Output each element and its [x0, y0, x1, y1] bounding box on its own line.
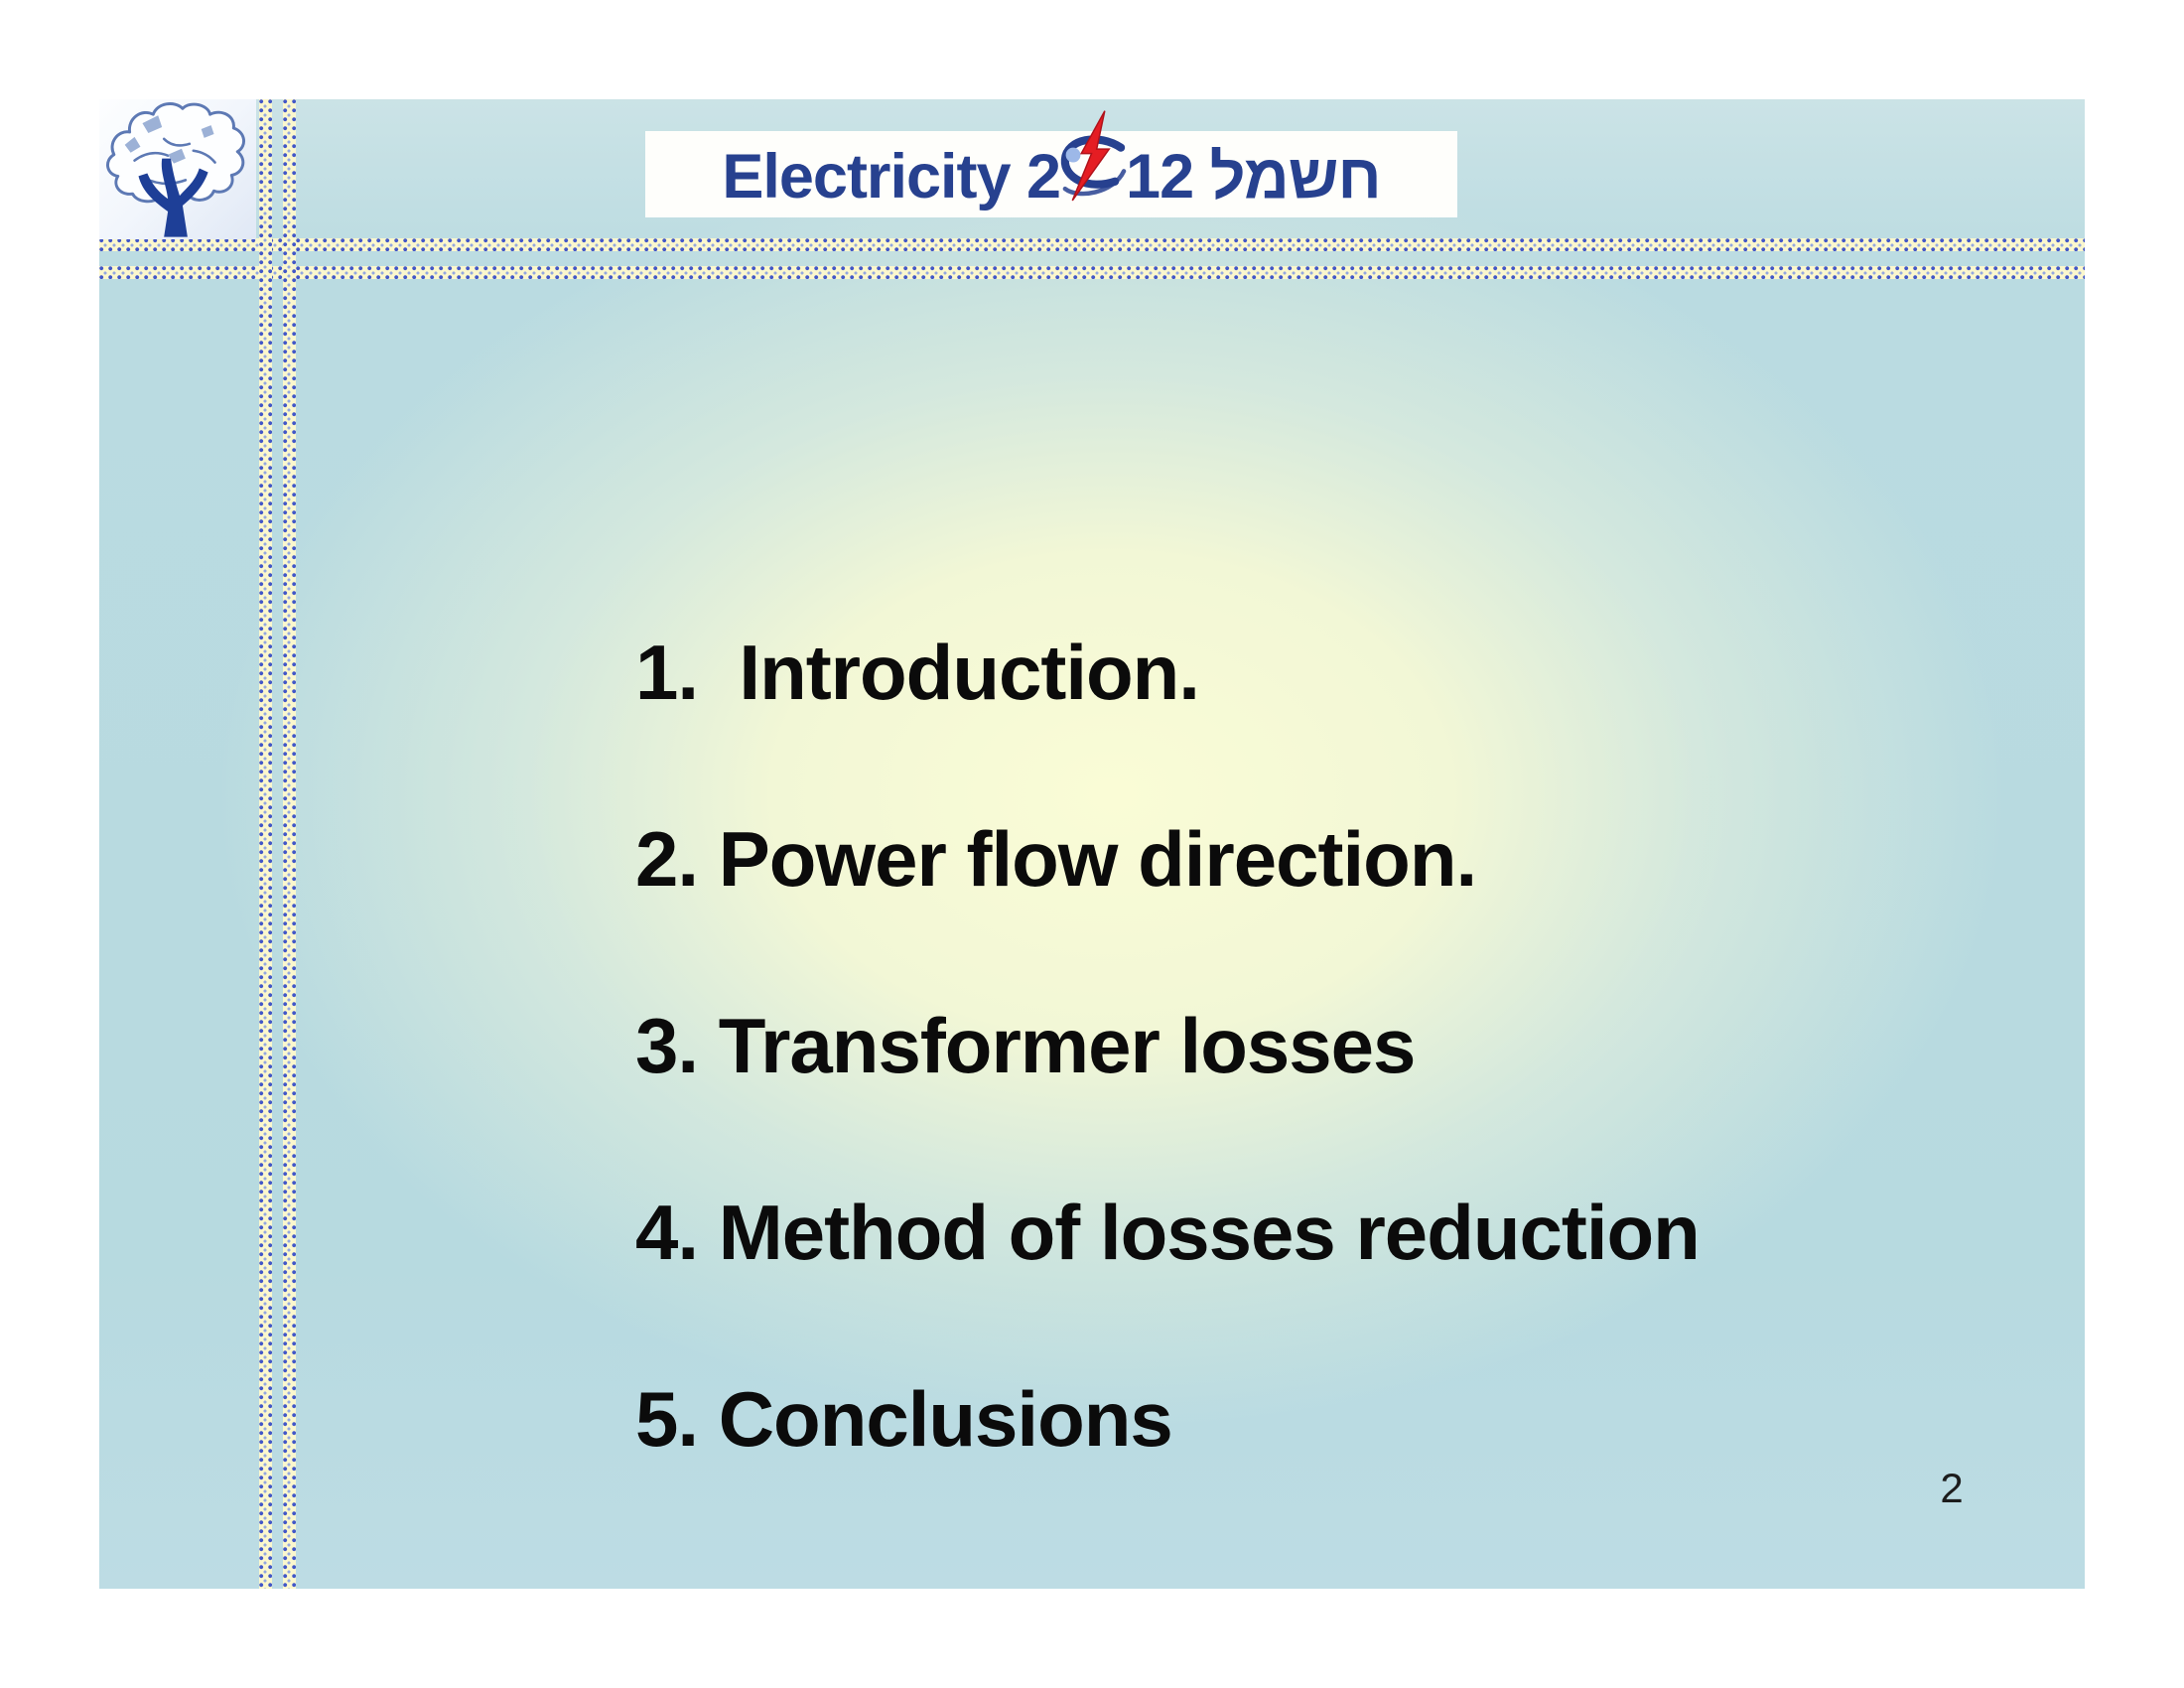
page-number: 2	[1940, 1465, 1964, 1511]
agenda-list: 1. Introduction. 2. Power flow direction…	[635, 629, 1701, 1567]
orbit-swoosh-icon	[1060, 109, 1127, 201]
slide: Electricity 2 12 חשמל 1. Introduction. 2…	[99, 99, 2085, 1589]
banner-text-left: Electricity 2	[722, 142, 1061, 211]
agenda-item-power-flow-direction: 2. Power flow direction.	[635, 815, 1477, 903]
banner-text-right: 12	[1126, 142, 1210, 211]
dotted-band-vertical-2	[283, 99, 296, 1589]
agenda-item-transformer-losses: 3. Transformer losses	[635, 1002, 1416, 1089]
tree-logo-icon	[106, 102, 245, 237]
dotted-band-horizontal-2	[99, 266, 2085, 279]
agenda-item-introduction: 1. Introduction.	[635, 629, 1200, 716]
dotted-band-vertical-1	[259, 99, 272, 1589]
tree-logo	[99, 99, 256, 239]
dotted-band-horizontal-1	[99, 238, 2085, 251]
conference-banner: Electricity 2 12 חשמל	[645, 109, 1457, 217]
agenda-item-conclusions: 5. Conclusions	[635, 1375, 1173, 1463]
agenda-item-losses-reduction: 4. Method of losses reduction	[635, 1189, 1701, 1276]
blue-ball-icon	[1065, 147, 1081, 162]
banner-text-hebrew: חשמל	[1209, 142, 1382, 211]
